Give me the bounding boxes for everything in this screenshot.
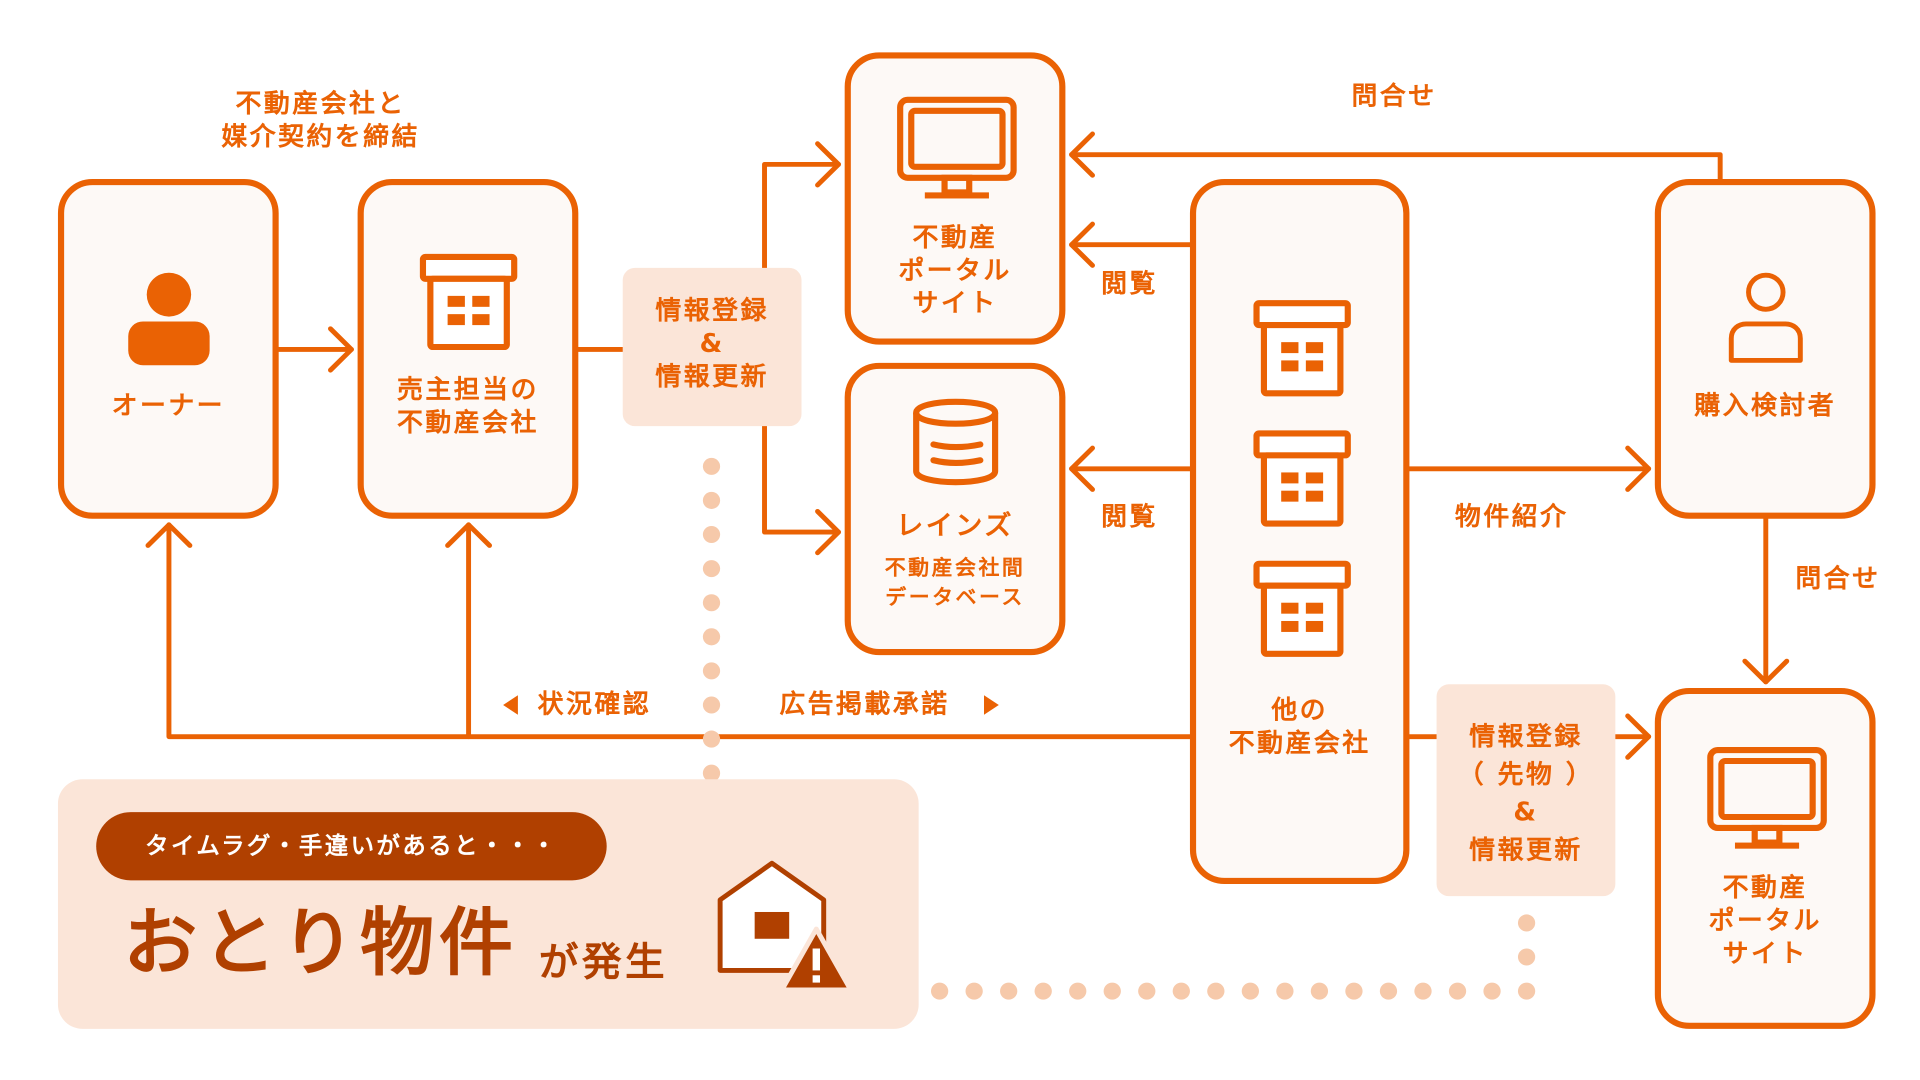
register-preemptive-label: 情報登録 （ 先物 ） & 情報更新 — [1457, 722, 1595, 865]
introduce-label: 物件紹介 — [1455, 501, 1569, 531]
monitor-icon — [897, 96, 1017, 199]
arrowhead-to-portal-top — [815, 141, 841, 188]
node-owner: オーナー — [57, 178, 279, 519]
node-portal-bottom: 不動産 ポータル サイト — [1654, 687, 1876, 1029]
dotted-connector — [702, 457, 1536, 1000]
node-buyer: 購入検討者 — [1654, 178, 1876, 519]
alert-pill: タイムラグ・手違いがあると・・・ — [96, 812, 607, 881]
alert-suffix: が発生 — [538, 938, 669, 986]
building-icon — [1253, 430, 1351, 527]
browse-portal-label: 閲覧 — [1101, 269, 1158, 299]
alert-headline: おとり物件 — [123, 901, 518, 987]
register-update-box: 情報登録 & 情報更新 — [622, 267, 802, 427]
line-feedback-bus — [166, 522, 1193, 740]
arrowhead-to-seller — [445, 522, 493, 548]
other-agencies-label: 他の 不動産会社 — [1228, 695, 1371, 758]
building-icon — [1253, 560, 1351, 657]
line-register-to-reins — [762, 423, 841, 535]
arrowhead-to-reins — [815, 508, 841, 556]
building-icon — [419, 253, 518, 351]
node-seller-agency: 売主担当の 不動産会社 — [357, 178, 579, 519]
arrowhead-inquiry-top — [1069, 131, 1095, 178]
arrowhead-browse-portal — [1069, 221, 1095, 268]
arrowhead-to-owner — [145, 522, 193, 548]
inquiry-top-label: 問合せ — [1351, 81, 1437, 111]
node-other-agencies: 他の 不動産会社 — [1189, 178, 1410, 884]
browse-reins-label: 閲覧 — [1101, 501, 1158, 531]
reins-title: レインズ — [896, 511, 1014, 542]
arrowhead-browse-reins — [1069, 445, 1095, 492]
status-check-label: 状況確認 — [537, 689, 652, 719]
register-preemptive-box: 情報登録 （ 先物 ） & 情報更新 — [1436, 684, 1616, 897]
portal-bottom-label: 不動産 ポータル サイト — [1708, 873, 1822, 968]
building-icon — [1253, 300, 1351, 397]
arrowhead-to-portal-bottom — [1625, 713, 1652, 760]
ad-approval-label: 広告掲載承諾 — [779, 689, 950, 719]
person-outline-icon — [1728, 272, 1803, 363]
arrowhead-inquiry-right — [1742, 658, 1790, 685]
buyer-label: 購入検討者 — [1694, 390, 1837, 421]
database-icon — [913, 398, 999, 486]
inquiry-right-label: 問合せ — [1795, 563, 1881, 593]
node-reins: レインズ 不動産会社間 データベース — [844, 362, 1066, 656]
triangle-left-icon — [503, 695, 518, 715]
line-register-to-portal — [762, 161, 841, 271]
reins-subtitle: 不動産会社間 データベース — [884, 556, 1026, 611]
register-update-label: 情報登録 & 情報更新 — [655, 295, 769, 391]
arrowhead-owner-to-seller — [328, 326, 354, 373]
contract-label: 不動産会社と 媒介契約を締結 — [221, 88, 420, 151]
portal-top-label: 不動産 ポータル サイト — [898, 222, 1012, 318]
owner-label: オーナー — [111, 390, 226, 421]
monitor-icon — [1707, 746, 1827, 849]
node-portal-top: 不動産 ポータル サイト — [844, 52, 1066, 345]
triangle-right-icon — [984, 695, 999, 715]
house-warning-icon — [717, 860, 854, 993]
person-filled-icon — [128, 272, 210, 366]
arrowhead-introduce — [1625, 445, 1652, 492]
line-buyer-to-portal — [1069, 152, 1723, 182]
seller-agency-label: 売主担当の 不動産会社 — [397, 375, 539, 438]
